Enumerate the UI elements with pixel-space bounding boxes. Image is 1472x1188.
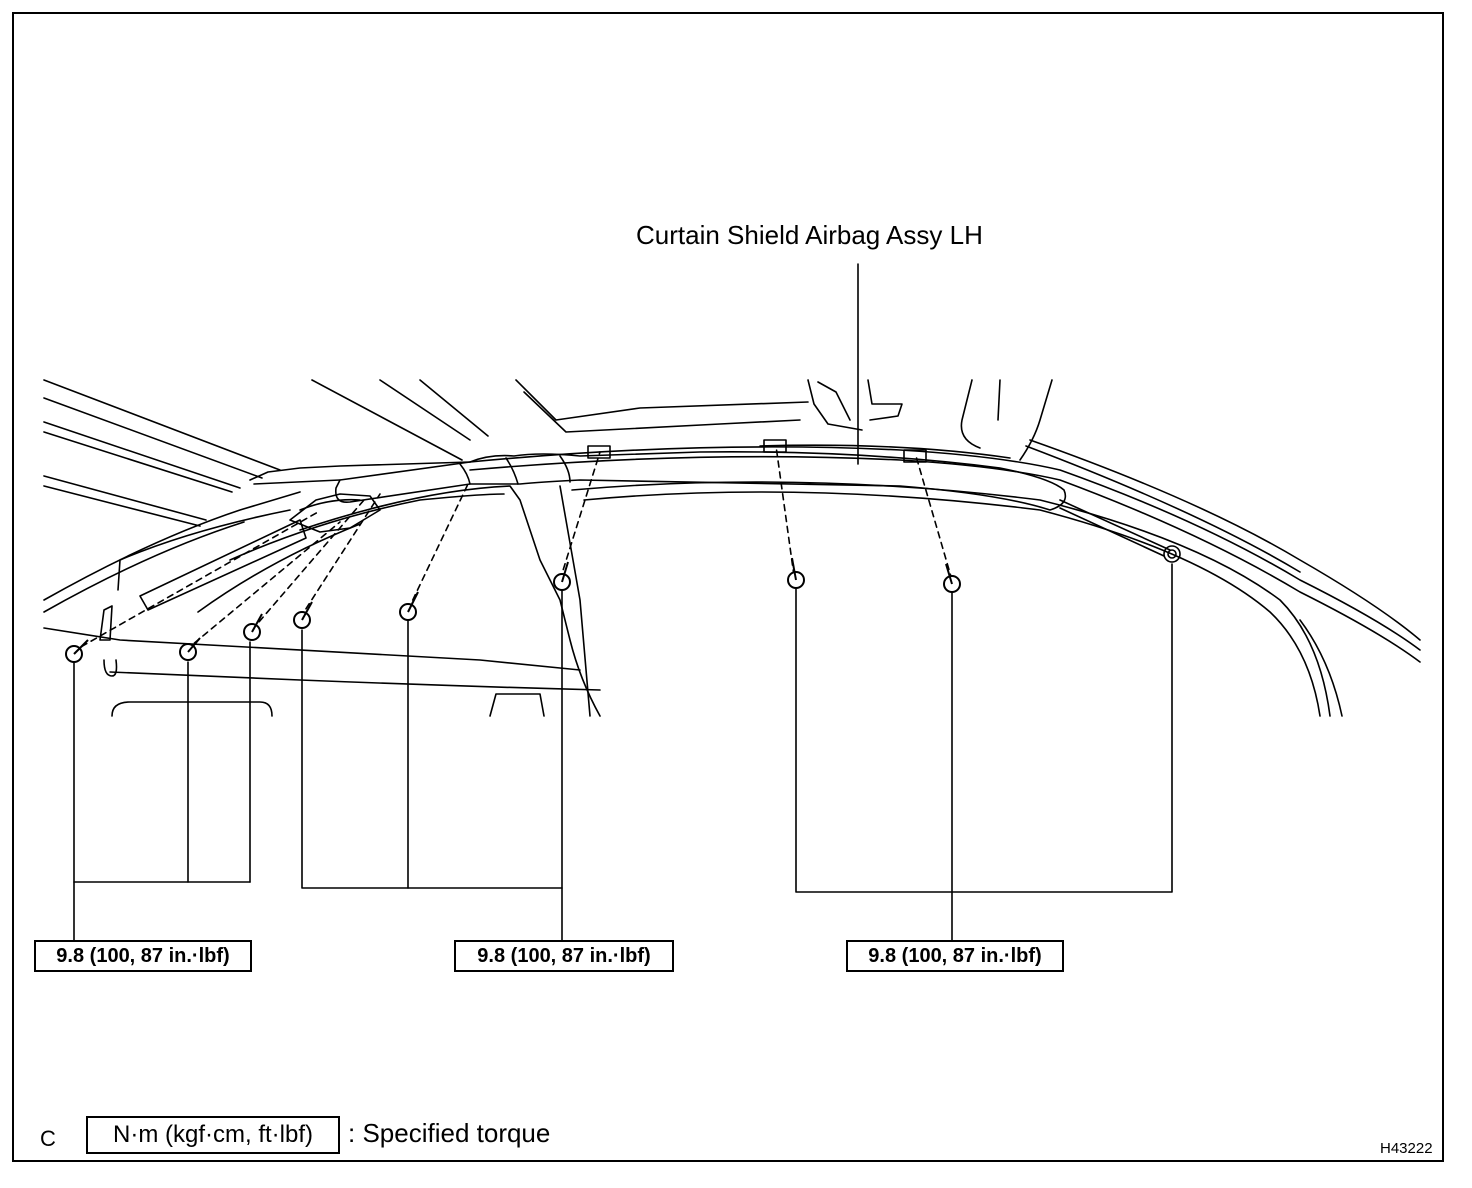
roof-panel-lines xyxy=(249,379,903,485)
torque-spec-box-2: 9.8 (100, 87 in.·lbf) xyxy=(454,940,674,972)
bolt-guide-lines xyxy=(71,445,953,653)
bolt-7 xyxy=(787,557,805,589)
torque-spec-box-1: 9.8 (100, 87 in.·lbf) xyxy=(34,940,252,972)
bolts xyxy=(65,557,961,663)
bolt-5 xyxy=(399,591,419,621)
torque-leader-lines xyxy=(73,263,1173,943)
bolt-8 xyxy=(943,563,961,593)
figure-frame xyxy=(12,12,1444,1162)
figure-code: H43222 xyxy=(1380,1140,1433,1157)
curtain-airbag-assembly xyxy=(334,439,1181,563)
bolt-4 xyxy=(293,601,313,629)
bolt-6 xyxy=(553,561,571,591)
door-opening-outline xyxy=(197,481,1343,717)
bolt-1 xyxy=(65,639,89,663)
legend-letter: C xyxy=(40,1126,56,1151)
part-label-curtain-airbag: Curtain Shield Airbag Assy LH xyxy=(636,220,983,250)
legend-description: : Specified torque xyxy=(348,1118,551,1148)
rear-pillar-lines xyxy=(960,379,1421,641)
legend-unit-box: N·m (kgf·cm, ft·lbf) xyxy=(86,1116,340,1154)
roof-side-rail xyxy=(469,444,1421,663)
lower-body-lines xyxy=(43,627,601,717)
bolt-3 xyxy=(243,613,263,641)
windshield-lines xyxy=(43,379,301,613)
torque-spec-box-3: 9.8 (100, 87 in.·lbf) xyxy=(846,940,1064,972)
bolt-2 xyxy=(179,637,201,661)
